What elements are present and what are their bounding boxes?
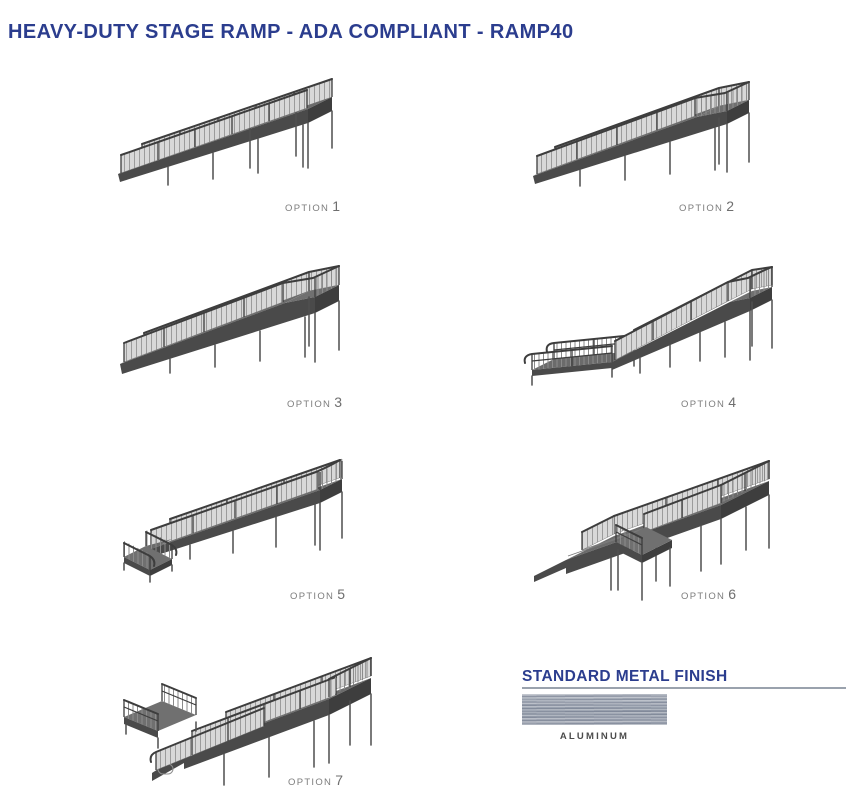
finish-section-heading: STANDARD METAL FINISH [522, 668, 728, 685]
option-5-label-word: OPTION [290, 591, 335, 602]
option-7-label-number: 7 [335, 772, 344, 788]
aluminum-finish-swatch [522, 694, 667, 725]
page-title: HEAVY-DUTY STAGE RAMP - ADA COMPLIANT - … [8, 21, 574, 44]
option-3-label-word: OPTION [287, 399, 332, 410]
option-2-ramp-drawing [533, 81, 750, 187]
option-1-label-word: OPTION [285, 203, 330, 214]
option-4-label-word: OPTION [681, 399, 726, 410]
option-7-ramp-drawing [123, 657, 372, 786]
option-3-ramp-drawing [120, 265, 340, 374]
option-3-label-number: 3 [334, 394, 343, 410]
aluminum-swatch-label: ALUMINUM [559, 731, 630, 742]
option-4-ramp-drawing [523, 266, 773, 386]
finish-heading-rule [522, 687, 846, 689]
option-7-label-word: OPTION [288, 777, 333, 788]
option-2-label-number: 2 [726, 198, 735, 214]
option-1-label-number: 1 [332, 198, 341, 214]
option-1-ramp-drawing [118, 78, 333, 186]
option-6-label-number: 6 [728, 586, 737, 602]
option-6-label-word: OPTION [681, 591, 726, 602]
option-5-ramp-drawing [123, 458, 343, 583]
option-2-label-word: OPTION [679, 203, 724, 214]
option-6-ramp-drawing [534, 460, 770, 601]
option-5-label-number: 5 [337, 586, 346, 602]
option-4-label-number: 4 [728, 394, 737, 410]
